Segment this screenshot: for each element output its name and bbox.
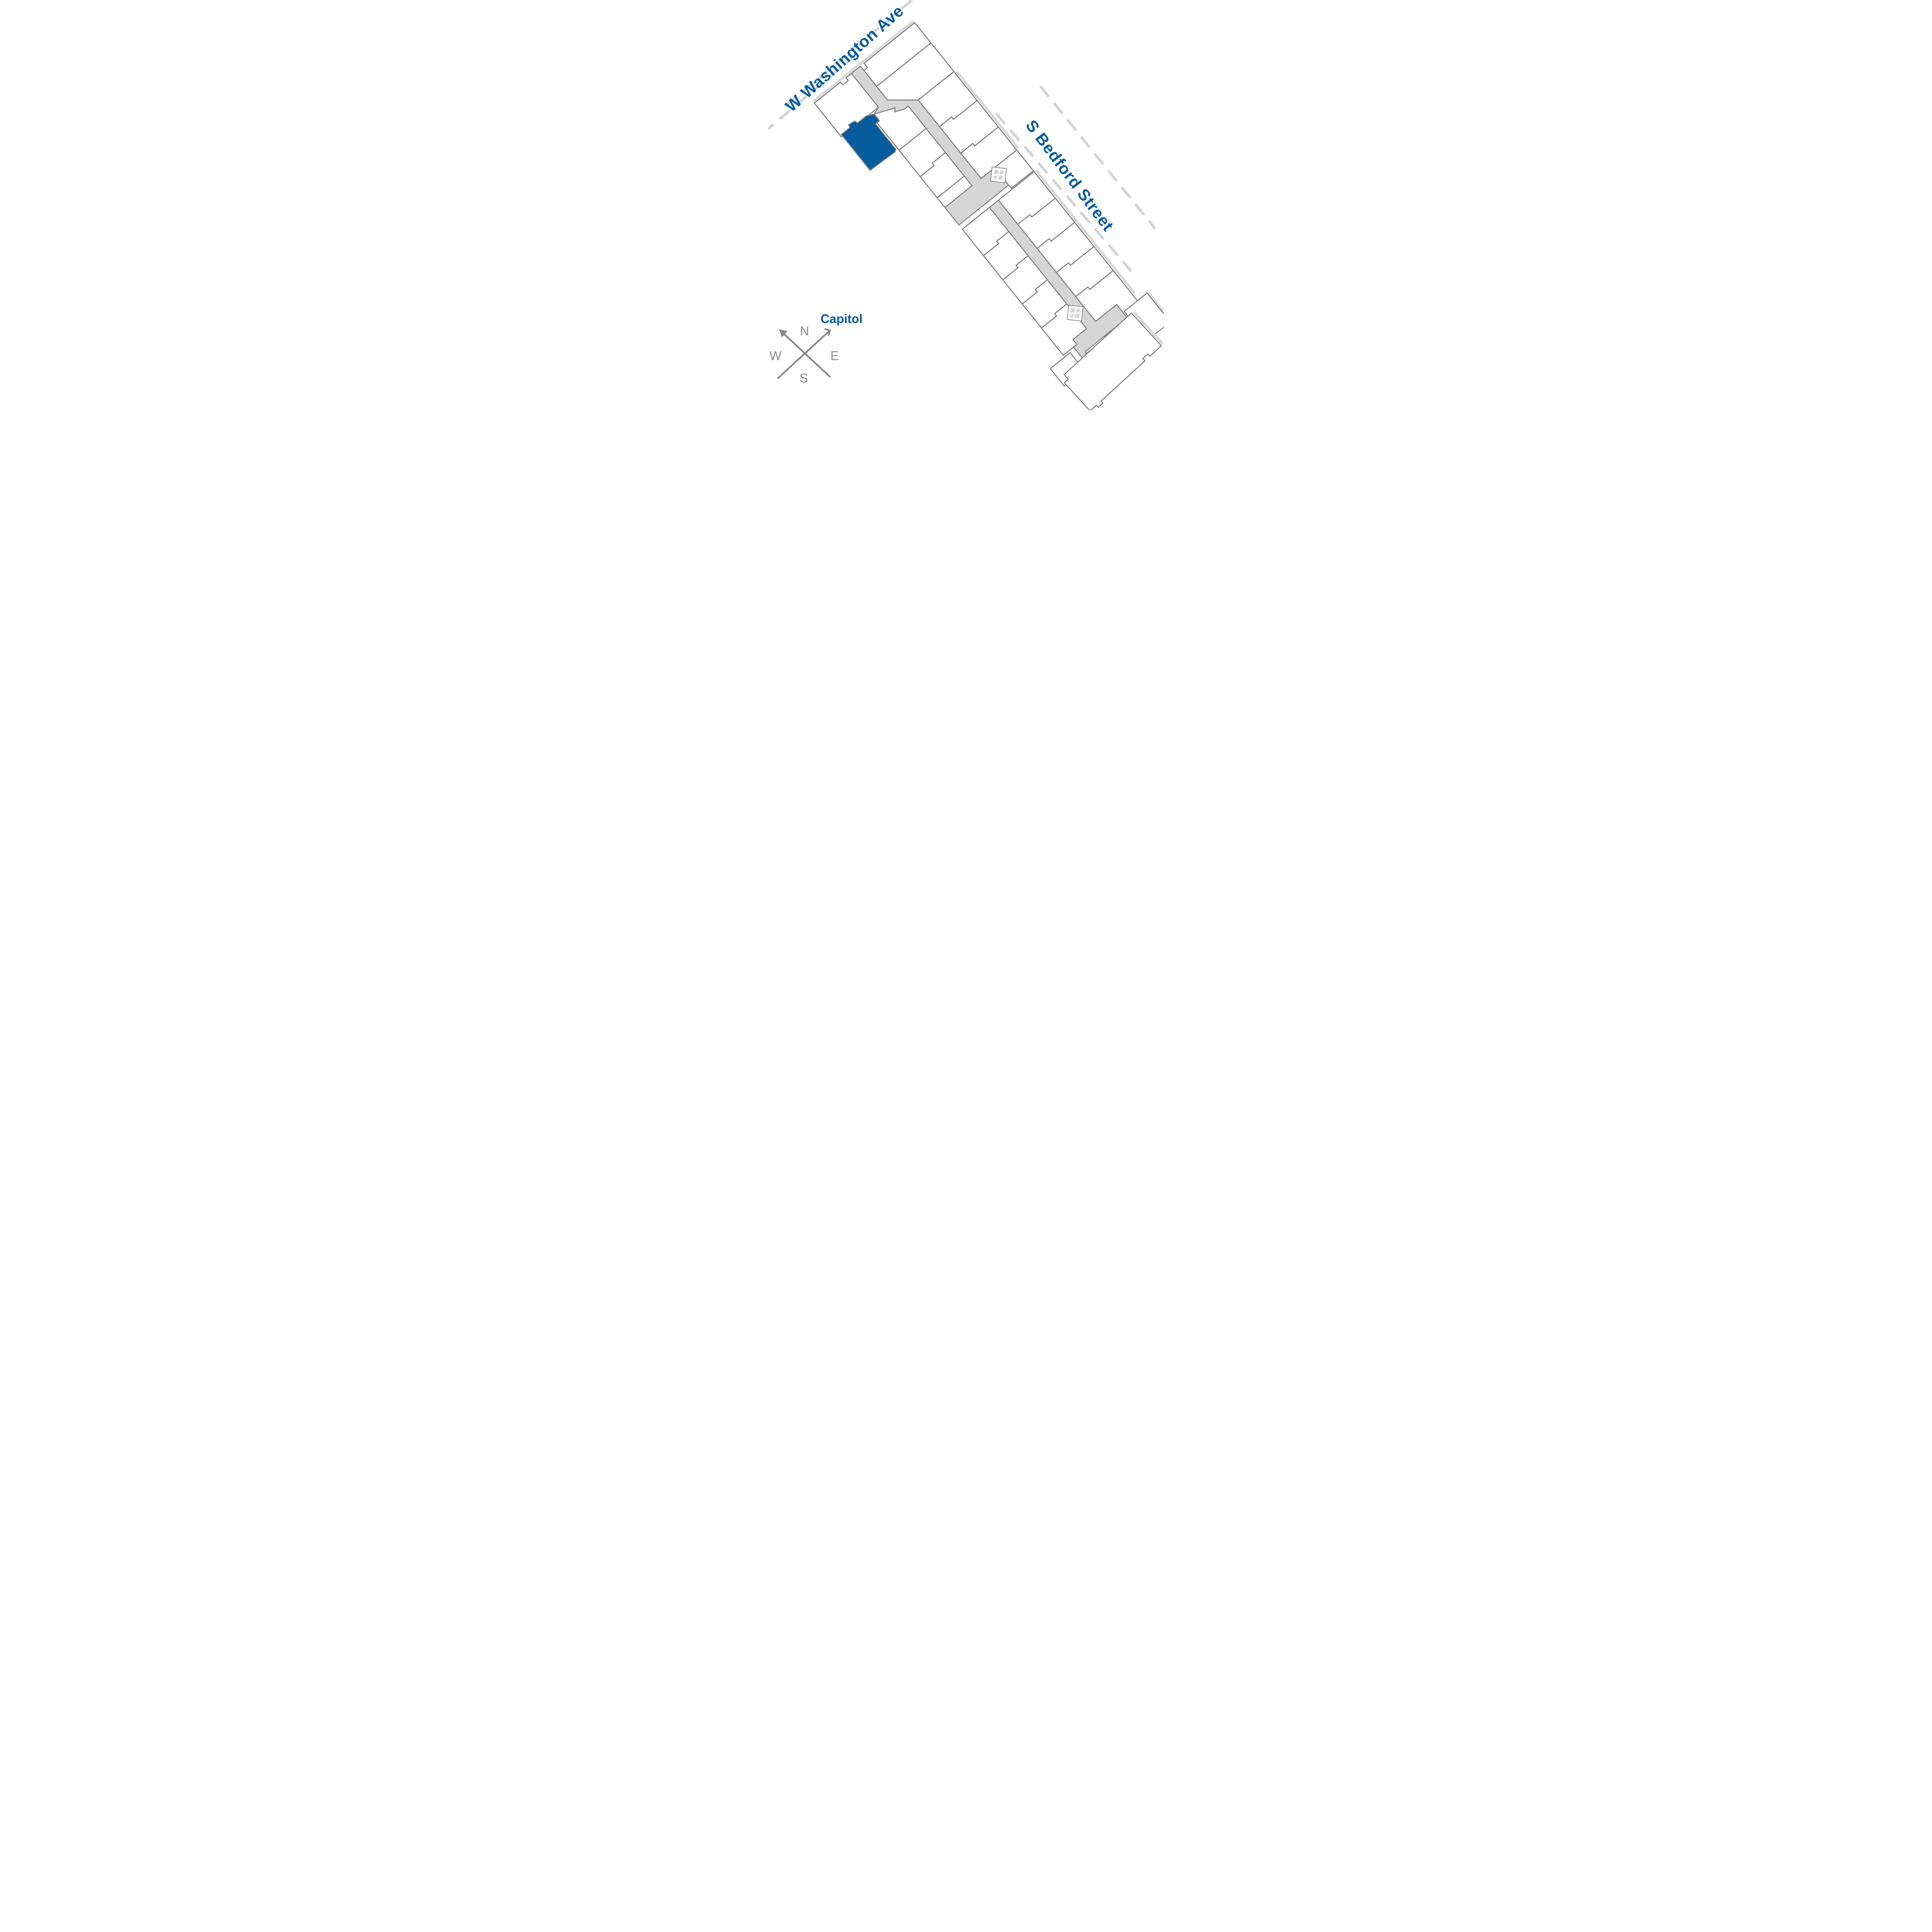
unit bbox=[1063, 312, 1162, 410]
x-marker-north: X bbox=[990, 167, 1007, 184]
shadow-washington-edge bbox=[812, 20, 915, 103]
street-dash-line bbox=[768, 54, 857, 131]
compass-label-w: W bbox=[769, 349, 782, 363]
x-marker-outline bbox=[1066, 304, 1083, 321]
x-marker-outline bbox=[990, 167, 1007, 184]
highlighted-unit[interactable] bbox=[839, 108, 901, 171]
street-dash-line bbox=[995, 113, 1132, 272]
x-marker-diamond bbox=[1067, 305, 1083, 321]
compass-label-n: N bbox=[800, 324, 809, 338]
shadow-bedford-edge-north bbox=[956, 71, 1020, 150]
end-building-group bbox=[1063, 311, 1164, 410]
shadow-end-building bbox=[1133, 311, 1164, 345]
compass-arrowhead-ne bbox=[824, 328, 831, 336]
compass-arrow-ne bbox=[777, 330, 831, 379]
compass-label-e: E bbox=[830, 349, 839, 363]
street-dash-line bbox=[1039, 85, 1156, 230]
site-strip-group: X X bbox=[812, 20, 1164, 387]
unit bbox=[936, 175, 973, 208]
compass-rose: N W E S bbox=[769, 324, 839, 385]
compass-label-s: S bbox=[799, 371, 808, 385]
unit bbox=[876, 42, 955, 101]
x-marker-diamond bbox=[991, 167, 1006, 183]
street-dash-line bbox=[778, 0, 913, 112]
capitol-label: Capitol bbox=[821, 312, 862, 326]
shadow-bedford-edge-south bbox=[1035, 169, 1136, 294]
shadow-bedford-edge-corner bbox=[1147, 291, 1164, 321]
compass-arrow-nw bbox=[780, 330, 831, 378]
x-marker-south: X bbox=[1066, 304, 1083, 321]
compass-arrowhead-nw bbox=[779, 329, 787, 337]
site-plan-map: X X W Washington Ave S Bedford Street N … bbox=[768, 0, 1164, 410]
site-plan-page: X X W Washington Ave S Bedford Street N … bbox=[768, 0, 1164, 410]
